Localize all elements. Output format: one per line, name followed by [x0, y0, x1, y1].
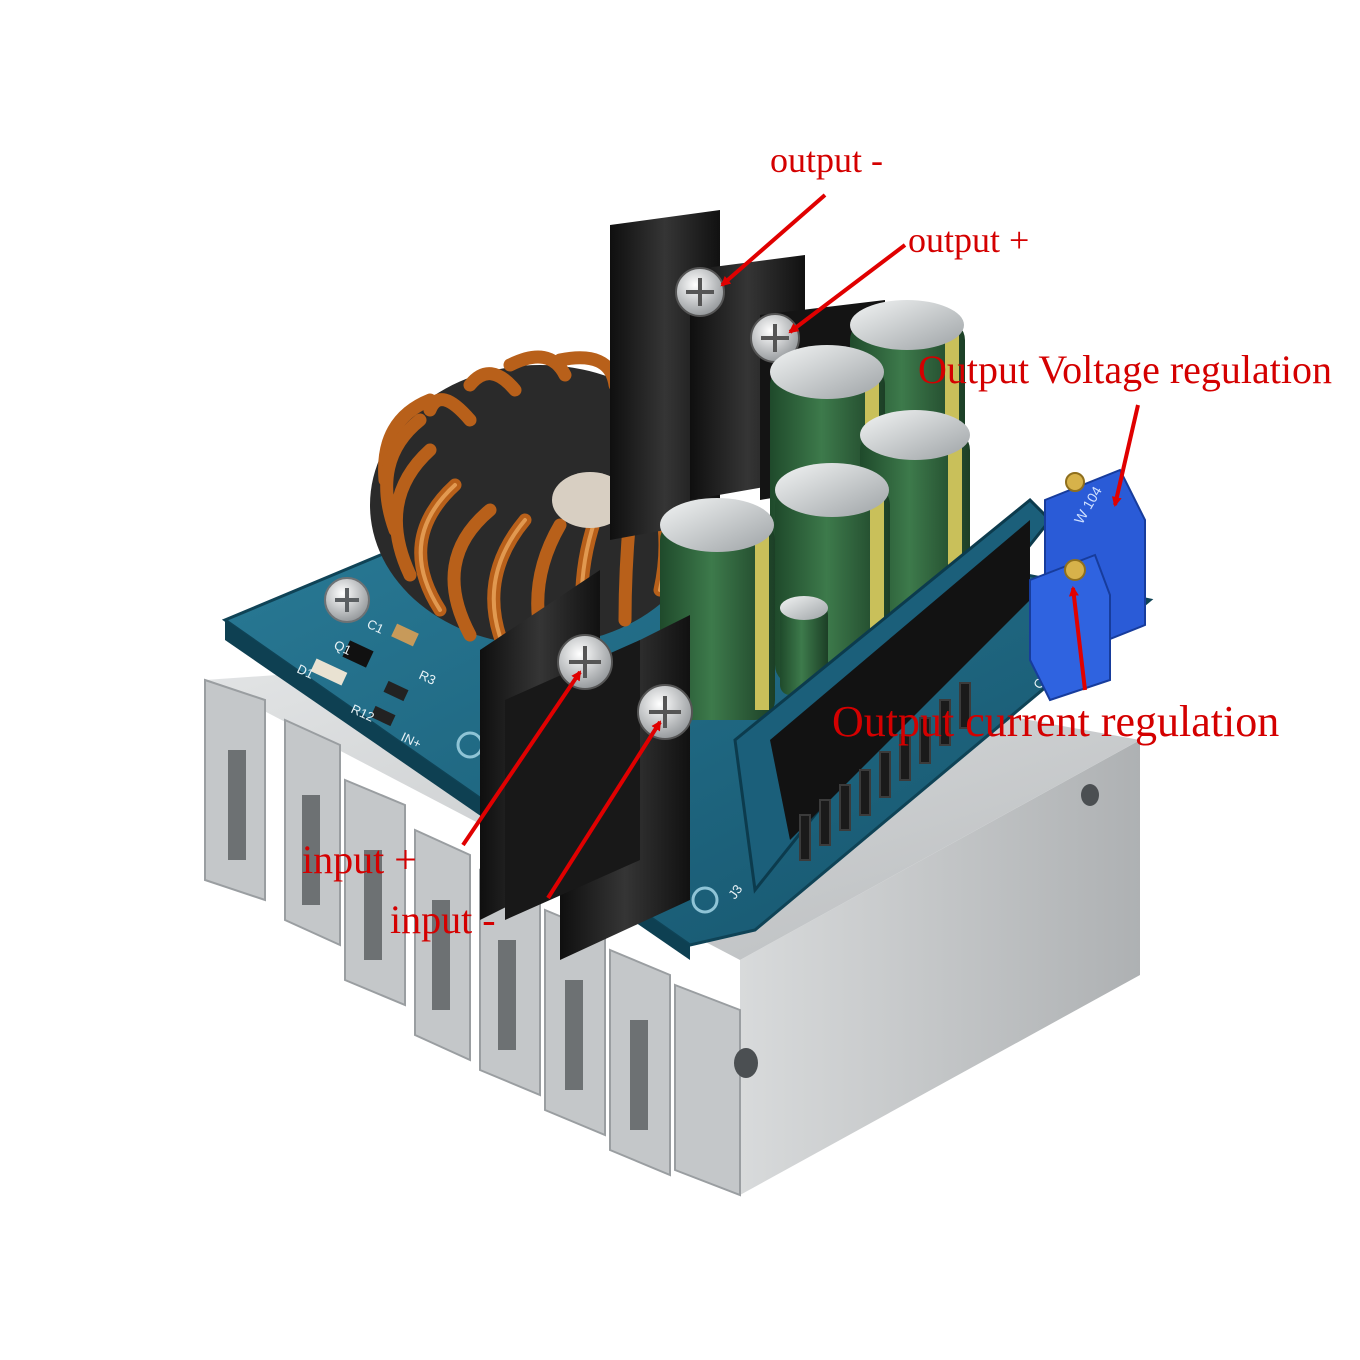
silk-q1: Q1 — [332, 637, 354, 658]
arrow-voltage — [1111, 404, 1140, 507]
label-output-plus: output + — [908, 220, 1030, 260]
smd-resistor — [383, 680, 409, 702]
heatsink-hole — [734, 1048, 758, 1078]
input-terminal-block — [480, 570, 693, 960]
arrow-input-plus — [461, 670, 582, 847]
label-current-regulation: Output current regulation — [832, 697, 1280, 746]
toroid-center — [552, 472, 628, 528]
capacitors — [660, 300, 970, 720]
smd-transistor — [342, 640, 374, 668]
smd-resistor — [370, 705, 396, 727]
arrow-output-minus — [720, 193, 827, 287]
arrow-input-minus — [546, 720, 662, 900]
arrow-current — [1068, 586, 1087, 691]
silk-c1: C1 — [365, 616, 386, 637]
heatsink-hole — [1081, 784, 1099, 806]
label-output-minus: output - — [770, 140, 883, 180]
label-input-plus: input + — [302, 837, 417, 882]
control-board — [733, 497, 1053, 894]
arrow-output-plus — [788, 243, 907, 334]
callout-arrows — [461, 193, 1140, 900]
current-trimmer — [1029, 553, 1111, 702]
smd-capacitor — [391, 623, 419, 647]
current-trimmer-screw — [1064, 559, 1086, 581]
pcb-via — [691, 886, 719, 914]
smd-diode — [310, 658, 348, 686]
heatsink-side — [740, 740, 1140, 1195]
label-input-minus: input - — [390, 897, 496, 942]
silk-r3: R3 — [417, 667, 438, 688]
silk-d1: D1 — [295, 661, 316, 682]
voltage-trimmer-screw — [1065, 472, 1085, 492]
label-voltage-regulation: Output Voltage regulation — [918, 347, 1333, 392]
